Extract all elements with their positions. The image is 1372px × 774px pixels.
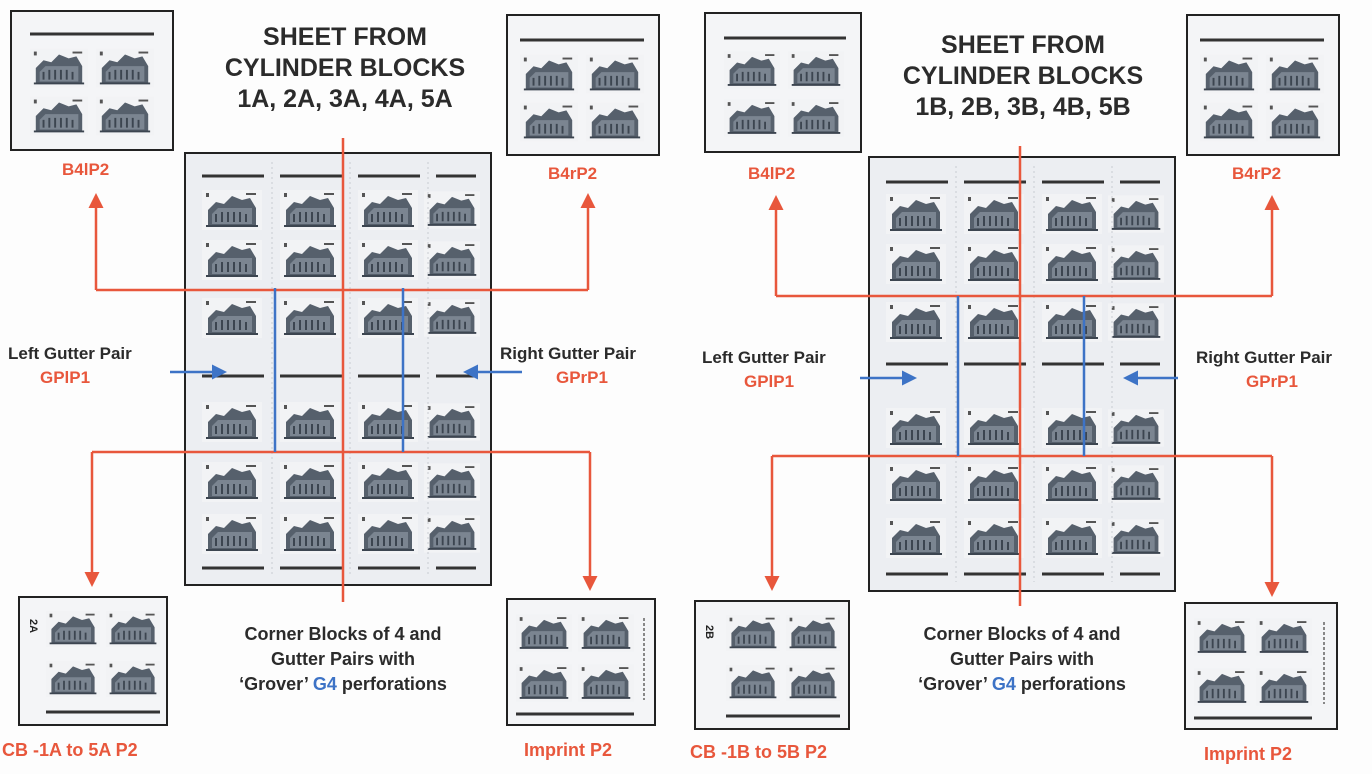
connector-overlay [0, 0, 1372, 774]
